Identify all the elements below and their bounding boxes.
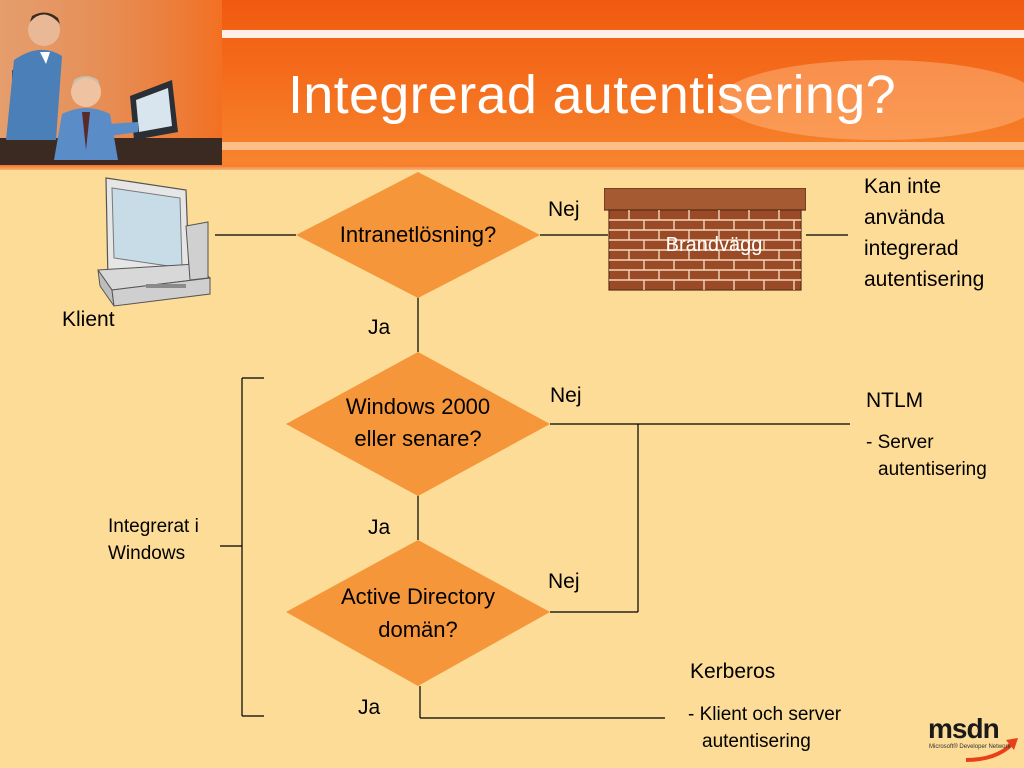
msdn-logo-subtitle: Microsoft® Developer Network bbox=[929, 744, 1011, 750]
kerberos-title: Kerberos bbox=[690, 660, 776, 683]
edge-label-no-2: Nej bbox=[550, 384, 582, 407]
header-stripe-lower bbox=[0, 142, 1024, 150]
ntlm-desc-line1: - Server bbox=[866, 432, 934, 453]
decision-diamond-1 bbox=[296, 172, 540, 298]
ntlm-desc-line2: autentisering bbox=[878, 459, 987, 480]
edge-label-yes-2: Ja bbox=[368, 516, 391, 539]
client-computer-icon bbox=[97, 177, 212, 307]
header-glow bbox=[720, 60, 1024, 140]
bracket-label-line1: Integrerat i bbox=[108, 516, 199, 537]
ntlm-title: NTLM bbox=[866, 389, 924, 412]
decision2-text-line2: eller senare? bbox=[354, 426, 482, 451]
decision3-text-line1: Active Directory bbox=[340, 584, 496, 609]
kerberos-desc-line1: - Klient och server bbox=[688, 704, 842, 725]
edge-label-no-3: Nej bbox=[548, 570, 580, 593]
slide-title: Integrerad autentisering? bbox=[288, 65, 896, 125]
decision1-text: Intranetlösning? bbox=[339, 222, 497, 247]
firewall-label: Brandvägg bbox=[665, 234, 763, 256]
bracket-label-line2: Windows bbox=[108, 543, 186, 564]
decision3-text-line2: domän? bbox=[378, 617, 458, 642]
firewall-icon bbox=[604, 188, 806, 291]
header-banner: Integrerad autentisering? bbox=[0, 0, 1024, 170]
header-stripe bbox=[0, 30, 1024, 38]
edge-label-no-1: Nej bbox=[548, 198, 580, 221]
brick-mortar bbox=[609, 210, 801, 290]
header-photo bbox=[0, 0, 222, 168]
fail-text-line2: använda bbox=[864, 206, 945, 229]
fail-text-line4: autentisering bbox=[864, 268, 985, 291]
msdn-logo: msdn bbox=[928, 713, 1000, 744]
fail-text-line1: Kan inte bbox=[864, 175, 942, 198]
edge-label-yes-1: Ja bbox=[368, 316, 391, 339]
decision-diamond-3 bbox=[286, 540, 550, 686]
header-fade bbox=[0, 165, 1024, 170]
decision-diamond-2 bbox=[286, 352, 550, 496]
kerberos-desc-line2: autentisering bbox=[702, 731, 811, 752]
fail-text-line3: integrerad bbox=[864, 237, 959, 260]
client-label: Klient bbox=[62, 308, 115, 331]
edge-label-yes-3: Ja bbox=[358, 696, 381, 719]
msdn-logo-swoosh-icon bbox=[965, 738, 1018, 762]
decision2-text-line1: Windows 2000 bbox=[345, 394, 491, 419]
